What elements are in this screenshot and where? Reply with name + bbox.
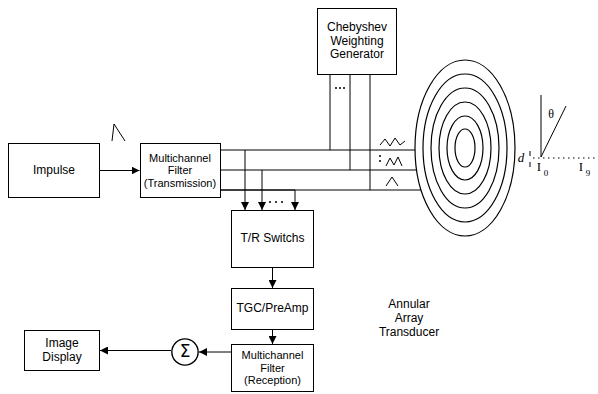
ellipsis-dots xyxy=(269,87,381,203)
signal-arrow xyxy=(221,190,296,210)
signal-arrow xyxy=(272,268,273,288)
signal-arrow xyxy=(272,330,273,344)
signal-arrow xyxy=(100,170,140,171)
node-label: TGC/PreAmp xyxy=(236,302,308,316)
summer-circle: Σ xyxy=(171,338,199,366)
angle-symbol: θ xyxy=(545,108,557,122)
source-box: Impulse xyxy=(8,143,100,198)
angle-geometry xyxy=(530,95,597,167)
switch-box: T/R Switchs xyxy=(231,210,314,268)
impulse-waveform xyxy=(112,124,125,141)
spacing-symbol: d xyxy=(516,151,526,166)
node-label: Multichannel Filter (Transmission) xyxy=(143,152,218,190)
part-name: Annular Array Transducer xyxy=(376,298,442,339)
amplifier-box: TGC/PreAmp xyxy=(231,288,314,330)
filter-box: Multichannel Filter (Reception) xyxy=(231,344,314,392)
channel-wires xyxy=(218,75,421,210)
element-index: I xyxy=(577,160,585,175)
node-label: Multichannel Filter (Reception) xyxy=(234,349,311,387)
annular-array xyxy=(415,60,515,236)
subscript: 9 xyxy=(584,168,592,178)
generator-box: Chebyshev Weighting Generator xyxy=(317,8,397,75)
node-label: Σ xyxy=(180,342,191,362)
node-label: Chebyshev Weighting Generator xyxy=(320,21,394,62)
signal-arrow xyxy=(199,352,231,353)
signal-arrow xyxy=(100,350,171,351)
node-label: Image Display xyxy=(27,337,97,365)
subscript: 0 xyxy=(542,168,550,178)
weighted-waveforms xyxy=(380,138,405,186)
filter-box: Multichannel Filter (Transmission) xyxy=(140,143,221,198)
display-box: Image Display xyxy=(24,330,100,371)
node-label: T/R Switchs xyxy=(240,232,304,246)
node-label: Impulse xyxy=(33,164,75,178)
element-index: I xyxy=(535,160,543,175)
